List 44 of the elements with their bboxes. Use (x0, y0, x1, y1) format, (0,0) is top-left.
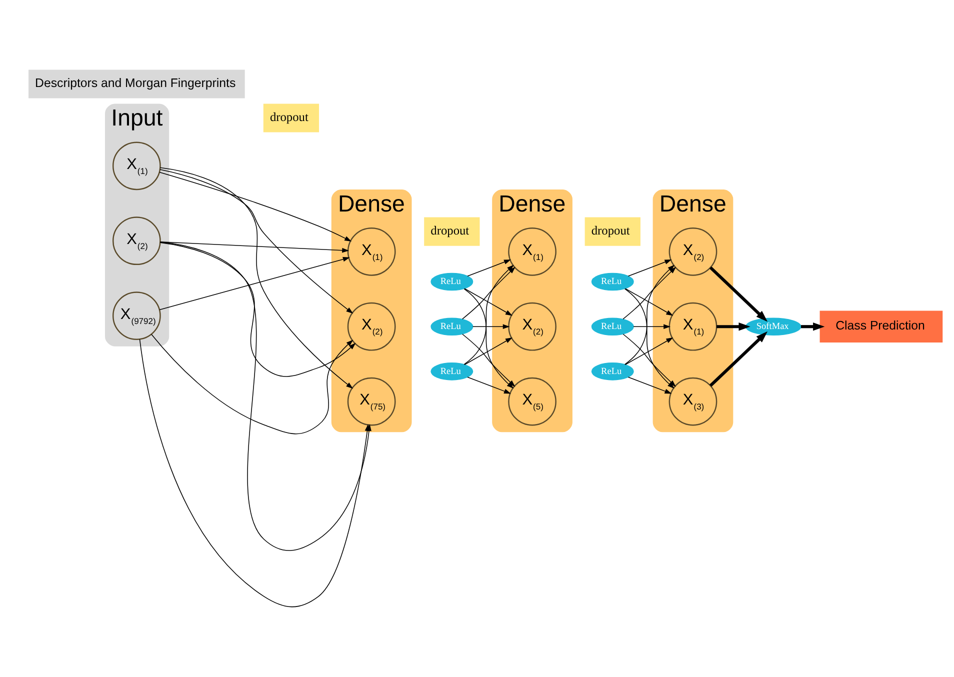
arrow (800, 322, 825, 331)
node-ellipse: ReLu (591, 318, 634, 336)
node-box: Class Prediction (820, 310, 943, 342)
node-box: Descriptors and Morgan Fingerprints (28, 70, 245, 98)
arrow (464, 337, 512, 366)
node-ellipse: ReLu (430, 272, 474, 291)
arrow (464, 288, 512, 316)
arrow (160, 167, 354, 389)
node-ellipse: ReLu (430, 362, 474, 380)
node-circle: X$_{(1)}$ (347, 227, 396, 276)
arrow (464, 264, 514, 365)
node-box: dropout (424, 217, 480, 246)
arrow (624, 288, 674, 316)
arrow (628, 260, 672, 277)
arrow (159, 256, 350, 310)
node-circle: X$_{(1)}$ (112, 142, 161, 190)
node-circle: X$_{(1)}$ (668, 302, 718, 351)
arrow (160, 169, 354, 314)
node-ellipse: ReLu (430, 318, 474, 336)
arrow (624, 337, 674, 366)
arrow (462, 334, 516, 387)
arrow (159, 172, 352, 242)
arrow (709, 266, 768, 322)
arrow (633, 324, 671, 330)
node-ellipse: ReLu (591, 362, 634, 380)
arrow (467, 260, 511, 277)
node-circle: X$_{(9792)}$ (112, 292, 161, 340)
arrow (716, 322, 750, 331)
arrow (622, 334, 676, 387)
arrow (160, 242, 356, 377)
node-ellipse: SoftMax (746, 318, 802, 336)
node-box: dropout (584, 217, 640, 246)
arrow (151, 334, 354, 434)
arrow (472, 324, 510, 330)
arrow (628, 376, 672, 394)
arrow (139, 338, 370, 608)
arrow (709, 331, 768, 387)
arrow (160, 242, 350, 253)
arrow (467, 376, 511, 394)
node-circle: X$_{(2)}$ (508, 302, 556, 351)
node-ellipse: ReLu (591, 272, 634, 291)
node-box: dropout (263, 104, 320, 132)
node-circle: X$_{(2)}$ (112, 216, 161, 266)
arrow (624, 264, 675, 365)
